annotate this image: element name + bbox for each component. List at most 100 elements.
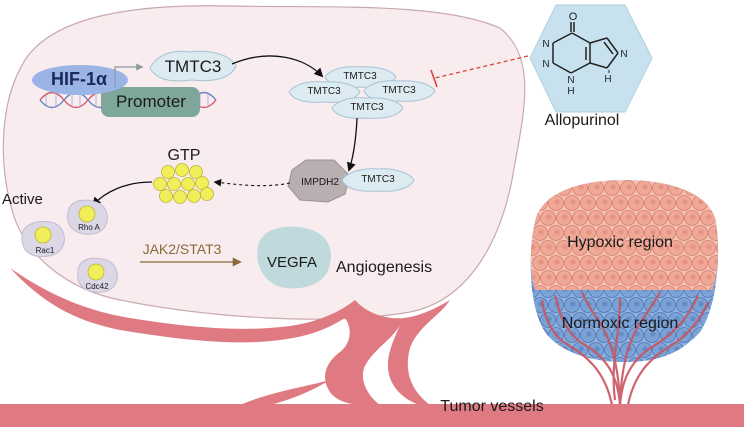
tumor-cell-nucleus — [626, 184, 632, 190]
cdc42-label: Cdc42 — [85, 282, 109, 291]
tumor-cell-nucleus — [610, 274, 616, 280]
tumor-cell-nucleus — [698, 259, 704, 265]
tumor-cell-nucleus — [682, 301, 688, 307]
tumor-cell-nucleus — [674, 346, 680, 352]
tumor-cell-nucleus — [690, 346, 696, 352]
tumor-cell-nucleus — [650, 259, 656, 265]
to-cluster-arrow — [231, 55, 324, 78]
tumor-cell-nucleus — [706, 244, 712, 250]
tumor-cell-nucleus — [594, 244, 600, 250]
rac1-label: Rac1 — [35, 246, 55, 255]
tmtc3-top-shape — [149, 50, 237, 82]
tumor-cell — [532, 327, 548, 343]
tumor-cell — [716, 282, 719, 298]
tumor-cell-nucleus — [698, 301, 704, 307]
main-vessel — [0, 404, 744, 427]
tumor-cell-nucleus — [530, 184, 536, 190]
tmtc3-complex-shape — [341, 168, 415, 192]
tumor-cell — [532, 357, 548, 362]
to-gtpases-arrow — [91, 181, 153, 207]
jak-stat-label: JAK2/STAT3 — [142, 241, 222, 257]
tumor-cell-nucleus — [586, 331, 592, 337]
active-label: Active — [2, 191, 43, 208]
tumor-cell-nucleus — [690, 274, 696, 280]
tumor-cell-nucleus — [602, 259, 608, 265]
tumor-cell-nucleus — [722, 286, 727, 291]
allopurinol-structure — [552, 22, 619, 74]
tumor-cell-nucleus — [610, 244, 616, 250]
tumor-cell-nucleus — [714, 259, 719, 265]
tumor-cell — [700, 342, 716, 358]
tumor-cell-nucleus — [642, 214, 648, 220]
tumor-cell-nucleus — [706, 346, 712, 352]
angiogenesis-label: Angiogenesis — [336, 259, 433, 276]
tumor-cell-nucleus — [610, 316, 616, 322]
tumor-cell-nucleus — [562, 214, 568, 220]
tumor-mass — [530, 180, 727, 362]
tumor-cell-nucleus — [626, 214, 632, 220]
tumor-cell-nucleus — [586, 229, 592, 235]
impdh2-shape — [287, 159, 351, 203]
tumor-cell-nucleus — [554, 199, 560, 205]
tumor-cell-nucleus — [562, 274, 568, 280]
tumor-cell-nucleus — [610, 184, 616, 190]
tumor-cell-nucleus — [562, 346, 568, 352]
tumor-cell-nucleus — [570, 259, 576, 265]
tumor-cell — [708, 297, 719, 313]
tumor-cell — [596, 285, 612, 290]
promoter-box — [101, 87, 200, 117]
tumor-cell-nucleus — [698, 199, 704, 205]
tumor-cell-nucleus — [554, 229, 560, 235]
tumor-cell-nucleus — [706, 316, 712, 322]
vegfa-label: VEGFA — [266, 254, 318, 271]
tumor-cell-nucleus — [714, 301, 719, 307]
tumor-cell-nucleus — [626, 316, 632, 322]
tumor-cell-nucleus — [714, 229, 719, 235]
tumor-cell-nucleus — [674, 274, 680, 280]
tumor-cell-nucleus — [674, 184, 680, 190]
tumor-cell — [540, 342, 556, 358]
tumor-cell-nucleus — [634, 199, 640, 205]
tumor-cell-nucleus — [642, 274, 648, 280]
tumor-cell-nucleus — [714, 199, 719, 205]
tumor-cell-nucleus — [722, 244, 727, 249]
tumor-cell-nucleus — [538, 361, 544, 362]
tumor-cell-nucleus — [570, 301, 576, 307]
tmtc3-cluster-label-3: TMTC3 — [382, 85, 416, 96]
tumor-cell-nucleus — [594, 346, 600, 352]
hypoxic-label: Hypoxic region — [567, 234, 673, 251]
tumor-cell — [684, 342, 700, 358]
tumor-cell-nucleus — [594, 274, 600, 280]
tmtc3-cluster-label-1: TMTC3 — [343, 71, 377, 82]
tumor-cell — [644, 285, 660, 290]
tumor-cell — [716, 312, 719, 328]
tumor-cell — [612, 285, 628, 290]
tumor-cell-nucleus — [642, 184, 648, 190]
tumor-cell-nucleus — [650, 361, 656, 362]
tumor-cell-nucleus — [546, 244, 552, 250]
tumor-cell — [676, 285, 692, 290]
vessel-branch-lower — [240, 380, 330, 405]
tumor-cell-nucleus — [666, 361, 672, 362]
hif-label: HIF-1α — [50, 69, 108, 89]
tumor-cell-nucleus — [578, 316, 584, 322]
tumor-cell-nucleus — [706, 184, 712, 190]
tumor-cell-nucleus — [562, 244, 568, 250]
atom-h1: H — [567, 86, 574, 97]
tumor-cell — [548, 285, 564, 290]
tumor-cell-nucleus — [690, 244, 696, 250]
promoter-label: Promoter — [116, 92, 186, 111]
tumor-cell-nucleus — [618, 199, 624, 205]
tmtc3-top-label: TMTC3 — [164, 57, 222, 76]
tumor-cell-nucleus — [586, 259, 592, 265]
tumor-cell — [708, 195, 719, 211]
tumor-cell-nucleus — [682, 229, 688, 235]
tumor-cell-nucleus — [714, 289, 719, 290]
tumor-cell-nucleus — [554, 259, 560, 265]
tumor-cell-nucleus — [722, 214, 727, 219]
tumor-cell-nucleus — [570, 199, 576, 205]
tumor-cell — [530, 312, 540, 328]
tumor-cell — [564, 357, 580, 362]
tumor-cell — [676, 357, 692, 362]
